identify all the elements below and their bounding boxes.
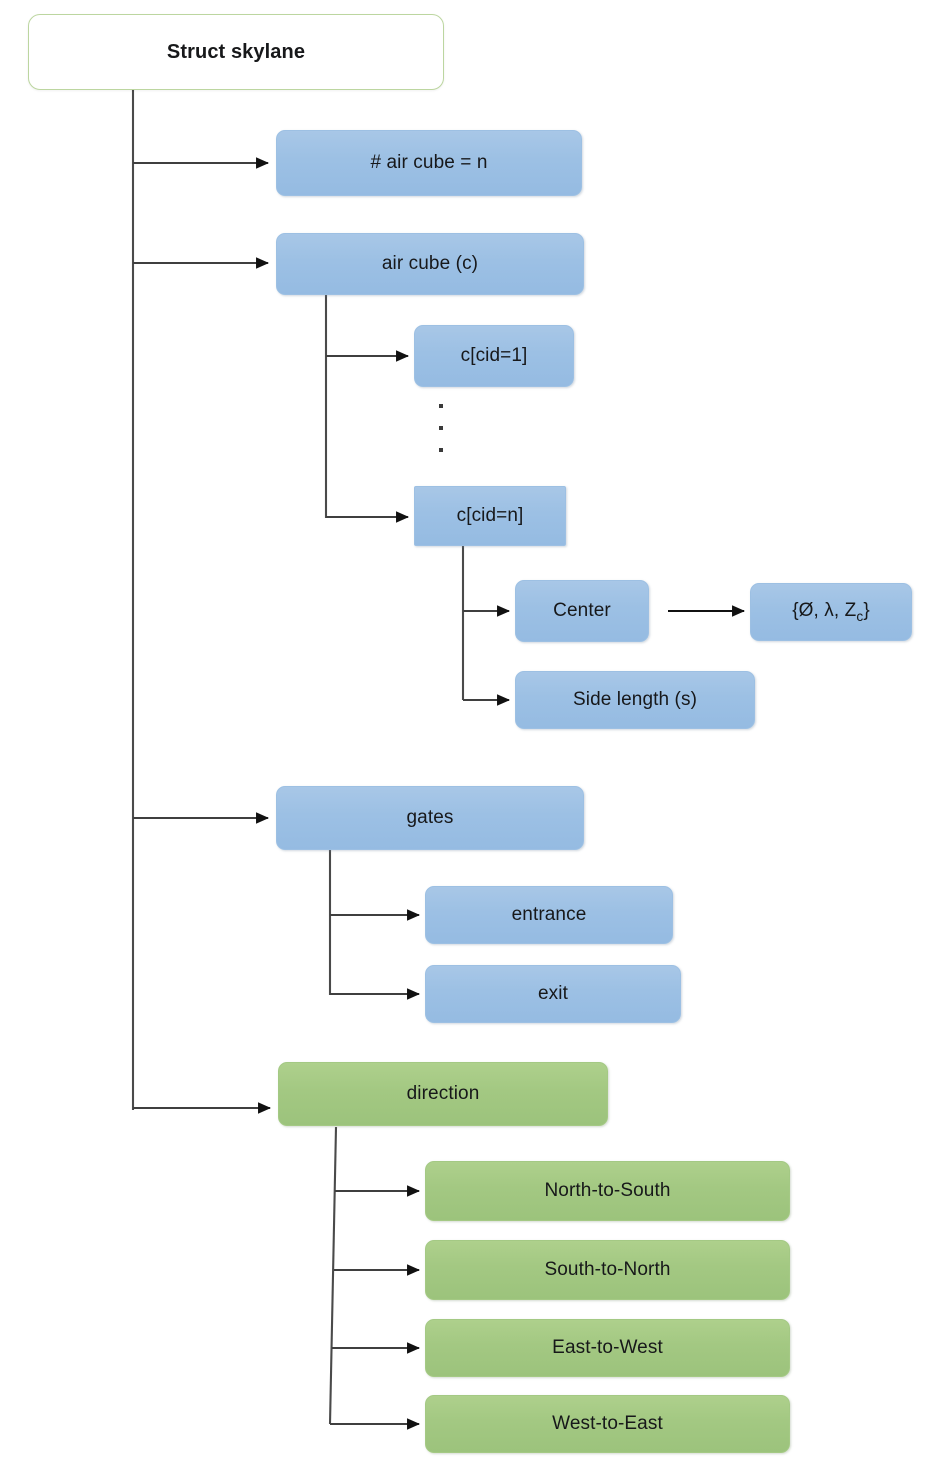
node-label-center-coordinates: {Ø, λ, Zc} xyxy=(792,599,870,624)
node-west-to-east[interactable]: West-to-East xyxy=(425,1395,790,1453)
node-label-entrance: entrance xyxy=(511,903,587,925)
node-label-side-length: Side length (s) xyxy=(572,688,697,710)
node-entrance[interactable]: entrance xyxy=(425,886,673,944)
node-num-air-cube[interactable]: # air cube = n xyxy=(276,130,582,196)
node-label-struct-skylane: Struct skylane xyxy=(166,41,306,63)
node-label-air-cube: air cube (c) xyxy=(381,252,479,274)
node-south-to-north[interactable]: South-to-North xyxy=(425,1240,790,1300)
ellipsis-dot xyxy=(439,448,443,452)
node-center-coordinates[interactable]: {Ø, λ, Zc} xyxy=(750,583,912,641)
node-north-to-south[interactable]: North-to-South xyxy=(425,1161,790,1221)
node-label-center: Center xyxy=(553,599,611,621)
ellipsis-dot xyxy=(439,404,443,408)
node-label-exit: exit xyxy=(538,982,568,1004)
node-label-west-to-east: West-to-East xyxy=(552,1412,663,1434)
ellipsis-dot xyxy=(439,426,443,430)
node-label-num-air-cube: # air cube = n xyxy=(370,151,488,173)
edge-trunk-direction xyxy=(328,1126,338,1425)
node-label-direction: direction xyxy=(406,1082,480,1104)
node-gates[interactable]: gates xyxy=(276,786,584,850)
node-label-gates: gates xyxy=(406,806,454,828)
vertical-ellipsis-icon xyxy=(438,404,444,452)
node-direction[interactable]: direction xyxy=(278,1062,608,1126)
node-label-cid-n: c[cid=n] xyxy=(456,504,524,526)
node-side-length[interactable]: Side length (s) xyxy=(515,671,755,729)
node-exit[interactable]: exit xyxy=(425,965,681,1023)
node-label-south-to-north: South-to-North xyxy=(544,1258,671,1280)
node-center[interactable]: Center xyxy=(515,580,649,642)
node-cid-n[interactable]: c[cid=n] xyxy=(414,486,566,546)
node-air-cube[interactable]: air cube (c) xyxy=(276,233,584,295)
node-struct-skylane[interactable]: Struct skylane xyxy=(28,14,444,90)
node-label-cid-1: c[cid=1] xyxy=(460,344,528,366)
node-cid-1[interactable]: c[cid=1] xyxy=(414,325,574,387)
node-east-to-west[interactable]: East-to-West xyxy=(425,1319,790,1377)
node-label-east-to-west: East-to-West xyxy=(552,1336,663,1358)
coords-subscript: c xyxy=(856,608,864,624)
coords-open: {Ø, λ, Z xyxy=(792,599,857,621)
coords-close: } xyxy=(863,599,870,621)
node-label-north-to-south: North-to-South xyxy=(544,1179,671,1201)
